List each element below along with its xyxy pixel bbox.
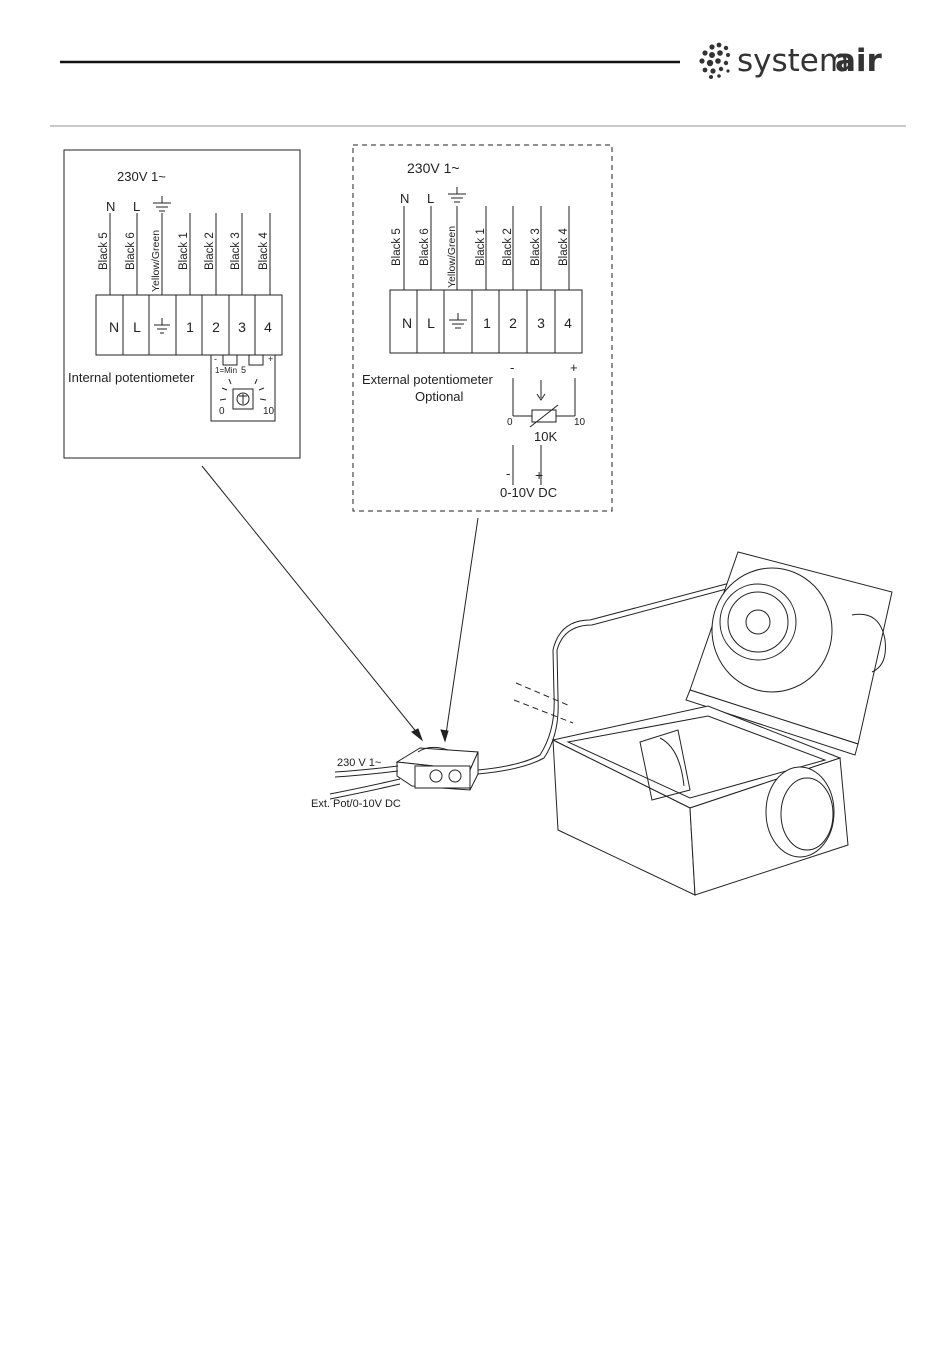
terminal-label: 3 [238,319,246,335]
wire-label: Black 3 [530,228,542,266]
terminal-label: 1 [483,315,491,331]
panel-frame [63,149,301,459]
internal-pot-label: Internal potentiometer [68,370,195,385]
terminal-label: N [402,315,412,331]
wire-label: Yellow/Green [446,226,458,288]
terminal-label: 4 [264,319,272,335]
wire-label: Black 1 [178,232,190,270]
terminal-label: 4 [564,315,572,331]
logo-mark-icon [699,42,730,79]
earth-icon [448,187,466,203]
wire-label: Black 5 [98,232,110,270]
ext-minus: - [510,360,514,375]
pot-mid: 5 [241,365,246,375]
brand-bold: air [835,43,883,79]
terminal-label: N [109,319,119,335]
pointer-arrows [201,465,479,743]
terminal-label: 2 [509,315,517,331]
top-term-l: L [133,199,140,214]
wire-label: Black 1 [475,228,487,266]
terminal-label: 2 [212,319,220,335]
terminal-label: 1 [186,319,194,335]
pot-ten: 10 [263,406,275,417]
resistor-value: 10K [534,429,557,444]
internal-potentiometer [210,354,276,422]
external-pot-label: External potentiometer [362,372,493,387]
dc-minus: - [506,466,510,481]
terminal-label: L [133,319,141,335]
terminal-label: L [427,315,435,331]
wire-labels: Black 5 Black 6 Yellow/Green Black 1 Bla… [98,230,270,292]
panel-frame-dashed [352,144,613,512]
ext-plus: + [570,360,578,375]
earth-icon [153,196,171,212]
wire-label: Black 6 [125,232,137,270]
terminal-earth-icon [154,318,170,334]
wire-label: Black 4 [258,232,270,270]
terminal-labels: N L 1 2 3 4 [402,315,572,331]
top-term-n: N [106,199,115,214]
dc-plus: + [535,467,543,483]
wire-label: Black 6 [419,228,431,266]
terminal-block [95,294,283,356]
wire-leads [403,206,570,290]
supply-label: 230V 1~ [117,169,166,184]
terminal-labels: N L 1 2 3 4 [109,319,272,335]
systemair-logo: system air [699,42,883,79]
wire-leads [109,213,271,295]
wire-labels: Black 5 Black 6 Yellow/Green Black 1 Bla… [391,226,570,288]
pot-zero: 0 [219,406,225,417]
cable-control-label: Ext. Pot/0-10V DC [311,798,401,810]
terminal-block [389,289,583,354]
external-pot-optional: Optional [415,389,464,404]
fan-box-illustration [551,551,893,896]
break-marks [513,682,574,724]
resistor-ten: 10 [574,417,586,428]
wire-label: Black 5 [391,228,403,266]
cables [329,574,761,800]
wire-label: Black 3 [230,232,242,270]
terminal-label: 3 [537,315,545,331]
top-term-l: L [427,191,434,206]
cable-supply-label: 230 V 1~ [337,757,381,769]
supply-label: 230V 1~ [407,160,460,176]
pot-minus: - [214,354,217,364]
resistor-10k-icon [512,378,576,485]
resistor-zero: 0 [507,417,513,428]
top-term-n: N [400,191,409,206]
wire-label: Yellow/Green [150,230,162,292]
wire-label: Black 2 [204,232,216,270]
internal-wiring-panel: 230V 1~ N L Black 5 Black 6 Yellow/Green… [63,149,301,459]
brand-light: system [737,43,849,79]
terminal-earth-icon [449,313,467,329]
pot-min: 1=Min [215,366,237,375]
pot-plus: + [268,354,273,364]
control-box [395,746,479,791]
external-wiring-panel: 230V 1~ N L Black 5 Black 6 Yellow/Green… [352,144,613,512]
wire-label: Black 2 [502,228,514,266]
dc-label: 0-10V DC [500,485,557,500]
wire-label: Black 4 [558,228,570,266]
